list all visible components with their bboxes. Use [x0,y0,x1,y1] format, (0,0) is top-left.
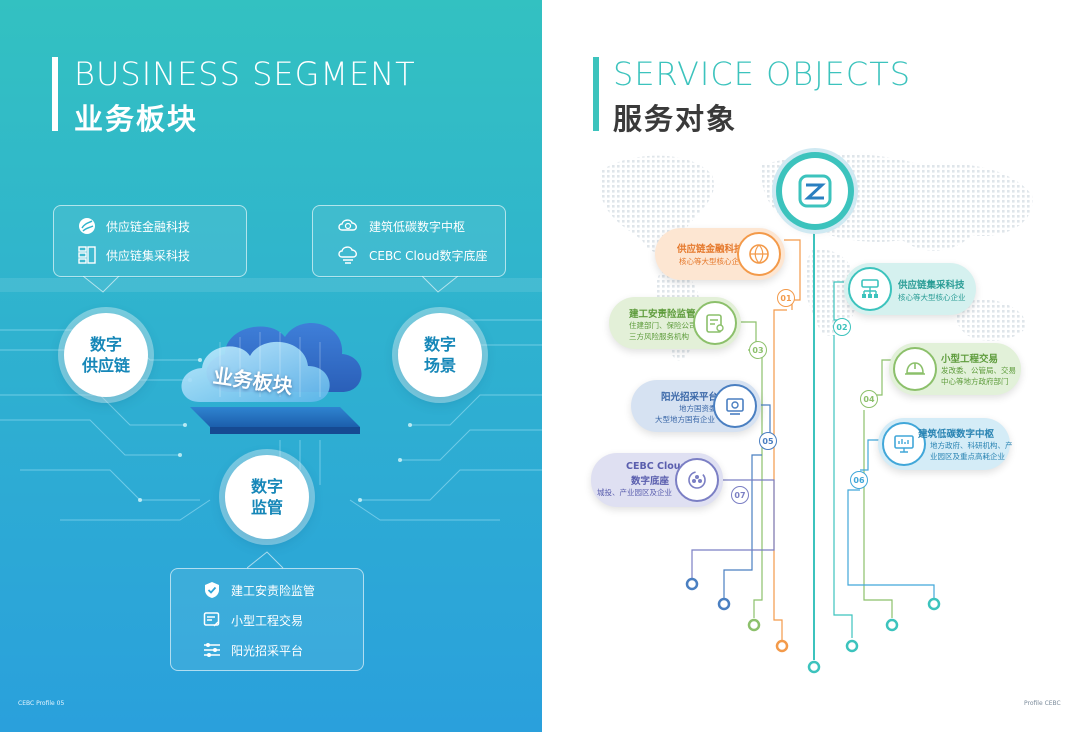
service-desc: 核心等大型核心企业 [898,293,966,302]
callout-row: 供应链集采科技 [78,246,190,264]
service-number: 03 [749,341,767,359]
service-title: 建工安责险监管 [629,309,696,320]
document-edit-icon [203,612,220,627]
page-title-cn: 服务对象 [613,102,738,136]
service-title: 供应链金融科技 [677,244,744,255]
callout-row: 建工安责险监管 [203,581,315,599]
page-title-en: SERVICE OBJECTS [613,55,912,93]
service-card-supply-chain-procurement: 供应链集采科技 核心等大型核心企业 [844,263,976,315]
circuit-background [0,319,542,521]
service-desc: 业园区及重点高耗企业 [930,452,1005,461]
finance-globe-icon [749,244,769,264]
service-title: 阳光招采平台 [661,392,719,403]
service-icon-wrap [882,422,926,466]
bubble-line: 监管 [250,498,283,517]
callout-digital-base: 建筑低碳数字中枢 CEBC Cloud数字底座 [312,205,506,277]
page-footer: Profile CEBC [1024,700,1061,707]
bubble-line: 数字 [89,335,122,354]
service-icon-wrap [893,347,937,391]
service-desc: 中心等地方政府部门 [941,377,1009,386]
sliders-icon [204,643,220,657]
service-number: 07 [731,486,749,504]
service-card-sunshine-procurement: 阳光招采平台 地方国资委 大型地方国有企业 [631,380,761,432]
callout-supervision: 建工安责险监管 小型工程交易 阳光招采平台 [170,568,364,671]
callout-item-text: CEBC Cloud数字底座 [369,248,488,263]
page-footer: CEBC Profile 05 [18,700,65,707]
bubble-line: 供应链 [81,356,130,375]
service-desc: 发改委、公管局、交易 [941,366,1016,375]
service-desc: 核心等大型核心企业 [679,257,747,266]
title-accent-bar [593,57,599,131]
callout-item-text: 阳光招采平台 [231,643,304,658]
page-title-en: BUSINESS SEGMENT [74,55,416,93]
service-icon-wrap [675,458,719,502]
callout-item-text: 小型工程交易 [231,613,304,628]
procurement-grid-icon [78,246,96,264]
bubble-digital-scenario: 数字 场景 [398,313,482,397]
service-desc: 地方国资委 [679,404,717,413]
service-number: 01 [777,289,795,307]
service-icon-wrap [713,384,757,428]
monitor-building-icon [894,435,914,453]
service-card-small-project-trade: 小型工程交易 发改委、公管局、交易 中心等地方政府部门 [889,343,1021,395]
service-desc: 三方风险服务机构 [629,332,689,341]
callout-item-text: 建工安责险监管 [231,583,316,598]
service-title-line2: 数字底座 [631,476,670,487]
service-number: 02 [833,318,851,336]
service-card-supply-chain-finance: 供应链金融科技 核心等大型核心企业 [655,228,785,280]
bubble-line: 场景 [423,356,456,375]
bubble-line: 数字 [250,477,283,496]
cloud-cycle-icon [688,471,706,489]
service-card-low-carbon-hub: 建筑低碳数字中枢 地方政府、科研机构、产 业园区及重点高耗企业 [878,418,1013,470]
title-accent-bar [52,57,58,131]
service-desc: 地方政府、科研机构、产 [930,441,1013,450]
service-number: 06 [850,471,868,489]
service-number: 05 [759,432,777,450]
callout-row: 供应链金融科技 [78,217,190,235]
cebc-logo-icon [798,174,832,208]
callout-pointer [422,276,459,293]
callout-item-text: 建筑低碳数字中枢 [369,219,466,234]
service-title: CEBC Cloud [626,461,688,472]
bubble-line: 数字 [423,335,456,354]
service-title: 供应链集采科技 [898,280,965,291]
bubble-digital-supply-chain: 数字 供应链 [64,313,148,397]
service-number: 04 [860,390,878,408]
callout-item-text: 供应链集采科技 [106,248,191,263]
callout-row: 小型工程交易 [203,611,303,629]
sun-procurement-icon [726,398,744,415]
service-desc: 住建部门、保险公司 [629,321,697,330]
service-icon-wrap [848,267,892,311]
callout-row: 建筑低碳数字中枢 [337,217,465,235]
callout-pointer [247,551,284,569]
service-tree-lines [685,222,941,674]
service-card-cebc-cloud: CEBC Cloud 数字底座 城投、产业园区及企业 [591,453,723,507]
low-carbon-hub-icon [338,219,357,231]
finance-globe-icon [79,218,95,234]
service-icon-wrap [693,301,737,345]
procurement-network-icon [861,279,879,298]
service-title: 小型工程交易 [941,354,999,365]
cebc-logo-hub [782,158,848,224]
clipboard-eye-icon [706,314,724,333]
business-cloud-illustration [181,322,362,434]
service-card-safety-insurance: 建工安责险监管 住建部门、保险公司 三方风险服务机构 [609,297,741,349]
service-desc: 城投、产业园区及企业 [597,488,672,497]
callout-row: 阳光招采平台 [203,641,303,659]
service-title: 建筑低碳数字中枢 [918,429,995,440]
hardhat-icon [905,362,925,375]
shield-check-icon [205,582,219,598]
business-segment-page: BUSINESS SEGMENT 业务板块 供应链金融科技 供应链集采科技 [0,0,542,732]
service-objects-page: SERVICE OBJECTS 服务对象 [542,0,1080,732]
callout-supply-chain: 供应链金融科技 供应链集采科技 [53,205,247,277]
page-title-cn: 业务板块 [74,102,199,136]
cloud-base-icon [338,246,357,264]
callout-row: CEBC Cloud数字底座 [337,246,487,264]
service-icon-wrap [737,232,781,276]
callout-item-text: 供应链金融科技 [106,219,191,234]
callout-pointer [83,276,120,293]
service-desc: 大型地方国有企业 [655,415,715,424]
bubble-digital-supervision: 数字 监管 [225,455,309,539]
